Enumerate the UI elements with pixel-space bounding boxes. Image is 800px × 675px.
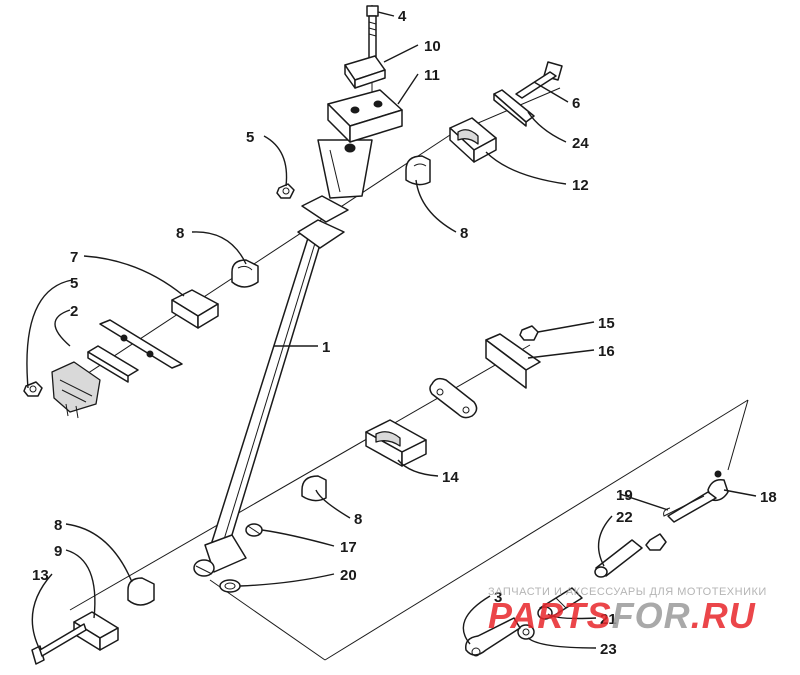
washer-23 — [517, 624, 535, 640]
callout-3: 3 — [494, 589, 502, 606]
tie-rod-end-3 — [465, 617, 521, 657]
callout-14: 14 — [442, 469, 459, 486]
sleeve-21 — [537, 587, 583, 620]
callout-5-upper: 5 — [246, 129, 254, 146]
callout-23: 23 — [600, 641, 617, 658]
callout-7: 7 — [70, 249, 78, 266]
nut-left — [23, 381, 43, 397]
bushing-upper-right — [405, 155, 431, 186]
callout-18: 18 — [760, 489, 777, 506]
callout-21: 21 — [600, 611, 617, 628]
callout-11: 11 — [424, 67, 440, 84]
callout-13: 13 — [32, 567, 49, 584]
watermark-logo: PARTSFOR.RU — [488, 595, 756, 636]
callout-16: 16 — [598, 343, 615, 360]
plate-24 — [493, 89, 535, 127]
callout-10: 10 — [424, 38, 441, 55]
plate-16 — [485, 333, 541, 389]
watermark-logo-parts: PARTS — [488, 595, 612, 636]
bolt-right — [515, 61, 563, 99]
ring-20 — [219, 579, 241, 593]
bushing-upper-left — [231, 259, 259, 288]
callout-22: 22 — [616, 509, 633, 526]
watermark: ЗАПЧАСТИ И АКСЕССУАРЫ ДЛЯ МОТОТЕХНИКИ PA… — [488, 586, 767, 636]
watermark-caption: ЗАПЧАСТИ И АКСЕССУАРЫ ДЛЯ МОТОТЕХНИКИ — [488, 586, 767, 598]
assembly-axes — [69, 5, 749, 661]
callout-8-lower-center: 8 — [354, 511, 362, 528]
callout-4: 4 — [398, 8, 407, 25]
clamp-right — [449, 117, 497, 163]
nut-15 — [519, 325, 539, 341]
watermark-logo-for: FOR — [612, 595, 691, 636]
callout-15: 15 — [598, 315, 615, 332]
nut-tie-rod — [645, 533, 667, 551]
link-plate — [429, 377, 478, 419]
clamp-top — [344, 55, 386, 89]
nut-upper — [276, 183, 295, 199]
callout-8-upper-right: 8 — [460, 225, 468, 242]
callout-8-lower-left: 8 — [54, 517, 62, 534]
callout-1: 1 — [322, 339, 330, 356]
bushing-lower-left — [127, 577, 155, 606]
callout-6: 6 — [572, 95, 580, 112]
rod-22 — [594, 539, 643, 578]
bolt-top — [366, 5, 379, 65]
clamp-lower — [365, 419, 427, 467]
callout-17: 17 — [340, 539, 357, 556]
watermark-logo-ru: .RU — [691, 595, 756, 636]
callout-2: 2 — [70, 303, 78, 320]
plate-2 — [87, 319, 183, 383]
leader-lines — [26, 11, 757, 651]
callout-8-upper-left: 8 — [176, 225, 184, 242]
bushing-lower-center — [301, 475, 327, 502]
callout-24: 24 — [572, 135, 589, 152]
steering-post — [193, 139, 373, 577]
clamp-left — [171, 289, 219, 329]
tie-rod-end-18 — [667, 470, 729, 523]
cotter-pin-19 — [663, 495, 705, 517]
callout-labels: 4 10 11 6 5 24 12 8 8 7 5 2 1 15 16 14 1… — [32, 8, 777, 658]
clamp-housing — [327, 89, 403, 143]
callout-20: 20 — [340, 567, 357, 584]
bolt-13 — [31, 623, 87, 665]
callout-12: 12 — [572, 177, 589, 194]
washer-17 — [245, 523, 263, 537]
bracket-left — [51, 361, 101, 419]
callout-19: 19 — [616, 487, 633, 504]
callout-5-left: 5 — [70, 275, 78, 292]
callout-9: 9 — [54, 543, 62, 560]
